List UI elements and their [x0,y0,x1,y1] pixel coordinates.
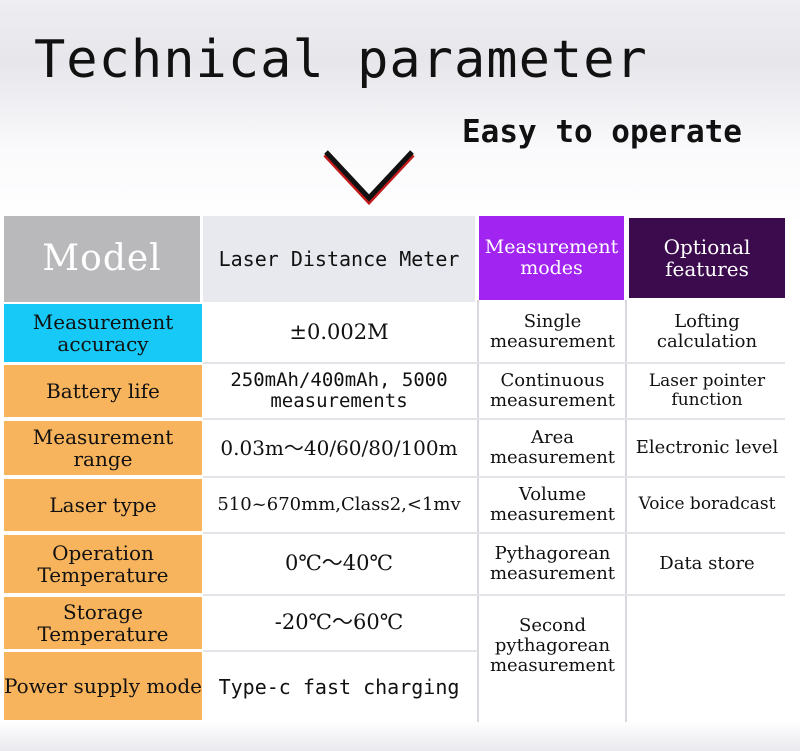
divider [203,362,785,364]
mode-item: Volume measurement [489,483,616,525]
row-label-laser-type: Laser type [4,479,202,531]
mode-item: Single measurement [489,310,616,352]
model-header: Model [4,216,200,302]
row-label-range: Measurement range [4,421,202,475]
row-value-operation-temp: 0℃～40℃ [284,551,394,576]
divider [477,300,479,722]
mode-item: Pythagorean measurement [489,542,616,584]
mode-item: Area measurement [489,426,616,468]
row-label-storage-temp: Storage Temperature [4,597,202,649]
optional-feature-item: Electronic level [635,436,779,458]
row-value-battery: 250mAh/400mAh, 5000 measurements [230,368,448,412]
measurement-modes-header: Measurement modes [479,216,624,300]
optional-feature-item: Data store [659,552,755,574]
page-title: Technical parameter [34,30,648,90]
divider [625,300,627,722]
row-label-accuracy: Measurement accuracy [4,304,202,362]
row-label-operation-temp: Operation Temperature [4,535,202,593]
divider [203,594,785,596]
chevron-down-icon [323,150,415,206]
optional-feature-item: Laser pointer function [648,370,766,410]
divider [203,476,785,478]
divider [203,418,785,420]
optional-feature-item: Lofting calculation [656,310,758,352]
divider [203,650,478,652]
mode-item: Second pythagorean measurement [489,614,616,677]
row-value-range: 0.03m～40/60/80/100m [220,435,458,460]
optional-feature-item: Voice boradcast [638,494,776,515]
row-value-laser-type: 510~670mm,Class2,<1mv [217,493,461,515]
divider [203,532,785,534]
product-name: Laser Distance Meter [203,216,475,302]
row-label-battery: Battery life [4,365,202,417]
mode-item: Continuous measurement [489,369,616,411]
optional-features-header: Optional features [629,218,785,298]
row-value-storage-temp: -20℃～60℃ [274,610,404,635]
row-value-accuracy: ±0.002M [289,320,389,345]
page-subtitle: Easy to operate [462,114,742,150]
row-label-power-supply: Power supply mode [4,652,202,720]
row-value-power-supply: Type-c fast charging [218,674,460,699]
